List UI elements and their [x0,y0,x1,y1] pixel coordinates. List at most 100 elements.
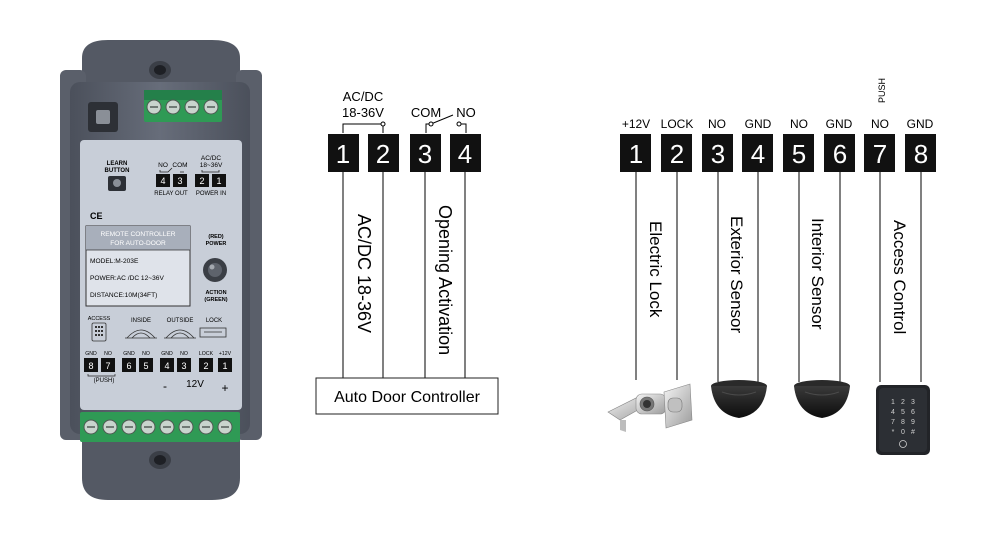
power-vertical-label: AC/DC 18-36V [354,214,374,333]
plus-sign: + [221,381,228,395]
action-label-2: (GREEN) [204,297,227,303]
right-terminal-number: 2 [670,139,684,169]
activation-vertical-label: Opening Activation [435,205,455,355]
right-terminal-3 [702,134,733,172]
bottom-terminal-block [80,412,240,442]
relay-com-label: COM [172,162,187,169]
electric-lock-image [607,383,693,432]
left-terminal-4 [450,134,481,172]
right-terminal-2 [661,134,692,172]
bottom-pin-label: NO [180,351,188,357]
voltage-label: 12V [186,379,204,390]
right-pin-label: GND [826,117,853,131]
keypad-key: 3 [911,399,915,406]
right-terminal-5 [783,134,814,172]
outside-sensor-icon [164,329,196,339]
relay-no-label: NO [158,162,168,169]
section-outside: OUTSIDE [167,318,194,324]
keypad-keys: 1 2 3 4 5 6 7 8 9 * 0 # [891,399,915,436]
bottom-pin-label: NO [104,351,112,357]
ce-mark: CE [90,211,103,221]
keypad-key: 1 [891,399,895,406]
right-terminal-number: 6 [833,139,847,169]
keypad-key: 8 [901,419,905,426]
acdc-top-label-1: AC/DC [343,89,383,104]
access-control-label: Access Control [890,220,909,334]
com-label: COM [411,105,441,120]
bottom-term: 6 [126,361,131,371]
interior-sensor-label: Interior Sensor [808,218,827,330]
right-pin-label: NO [708,117,726,131]
acdc-top-label-2: 18-36V [342,105,384,120]
right-terminal-1 [620,134,651,172]
right-pin-label: NO [871,117,889,131]
red-power-label-1: (RED) [208,234,223,240]
bottom-term: 5 [143,361,148,371]
bottom-pin-label: GND [123,351,135,357]
left-terminal-1 [328,134,359,172]
keypad-key: 4 [891,409,895,416]
no-label: NO [456,105,476,120]
keypad-key: 2 [901,399,905,406]
left-terminal-3 [410,134,441,172]
access-keypad-image [876,385,930,455]
top-term-4: 4 [160,176,165,186]
learn-label-2: BUTTON [105,168,130,174]
right-pin-label: GND [907,117,934,131]
inside-sensor-icon [125,329,157,339]
left-terminal-number: 3 [418,139,432,169]
bottom-pin-label: GND [85,351,97,357]
access-keypad-icon [91,322,107,342]
bottom-pin-label: NO [142,351,150,357]
right-terminal-8 [905,134,936,172]
spec-title-1: REMOTE CONTROLLER [100,231,175,238]
left-terminal-number: 1 [336,139,350,169]
right-wiring-diagram: PUSH +12V LOCK NO GND NO GND NO GND 1 2 … [607,78,936,455]
exterior-sensor-image [711,380,767,418]
spec-power: POWER:AC /DC 12~36V [90,275,164,282]
section-access: ACCESS [88,316,111,322]
right-pin-label: GND [745,117,772,131]
bottom-pin-labels: GND NO GND NO GND NO LOCK +12V [85,351,231,357]
bottom-term: 2 [203,361,208,371]
push-top-label: PUSH [877,78,887,103]
top-term-2: 2 [199,176,204,186]
auto-door-controller-label: Auto Door Controller [334,389,481,406]
controller-device: LEARN BUTTON NO COM AC/DC 18~36V 4 3 2 1… [60,40,262,500]
bottom-term: 8 [88,361,93,371]
bottom-term: 4 [164,361,169,371]
keypad-key: * [892,429,895,436]
acdc-label-2: 18~36V [200,162,223,169]
action-label-1: ACTION [205,290,226,296]
bottom-term: 7 [105,361,110,371]
keypad-key: 0 [901,429,905,436]
keypad-reader-icon [899,440,907,448]
left-terminal-2 [368,134,399,172]
right-pin-label: NO [790,117,808,131]
top-terminal-block [144,90,222,122]
power-in-label: POWER IN [196,191,226,197]
section-inside: INSIDE [131,318,151,324]
interior-sensor-image [794,380,850,418]
bottom-term: 1 [222,361,227,371]
spec-model: MODEL:M-203E [90,258,139,265]
exterior-sensor-label: Exterior Sensor [727,216,746,333]
right-terminal-7 [864,134,895,172]
spec-title-2: FOR AUTO-DOOR [110,240,166,247]
minus-sign: - [163,379,167,393]
right-terminal-number: 1 [629,139,643,169]
right-pin-label: LOCK [661,117,694,131]
keypad-key: 7 [891,419,895,426]
electric-lock-label: Electric Lock [646,221,665,318]
spec-box [85,225,191,307]
keypad-key: 5 [901,409,905,416]
top-term-3: 3 [177,176,182,186]
bottom-pin-label: GND [161,351,173,357]
bottom-pin-label: LOCK [199,351,214,357]
left-wiring-diagram: AC/DC 18-36V COM NO 1 2 3 4 [315,89,499,415]
right-terminal-4 [742,134,773,172]
red-power-label-2: POWER [206,241,227,247]
top-term-1: 1 [216,176,221,186]
keypad-key: 6 [911,409,915,416]
keypad-key: # [911,429,915,436]
